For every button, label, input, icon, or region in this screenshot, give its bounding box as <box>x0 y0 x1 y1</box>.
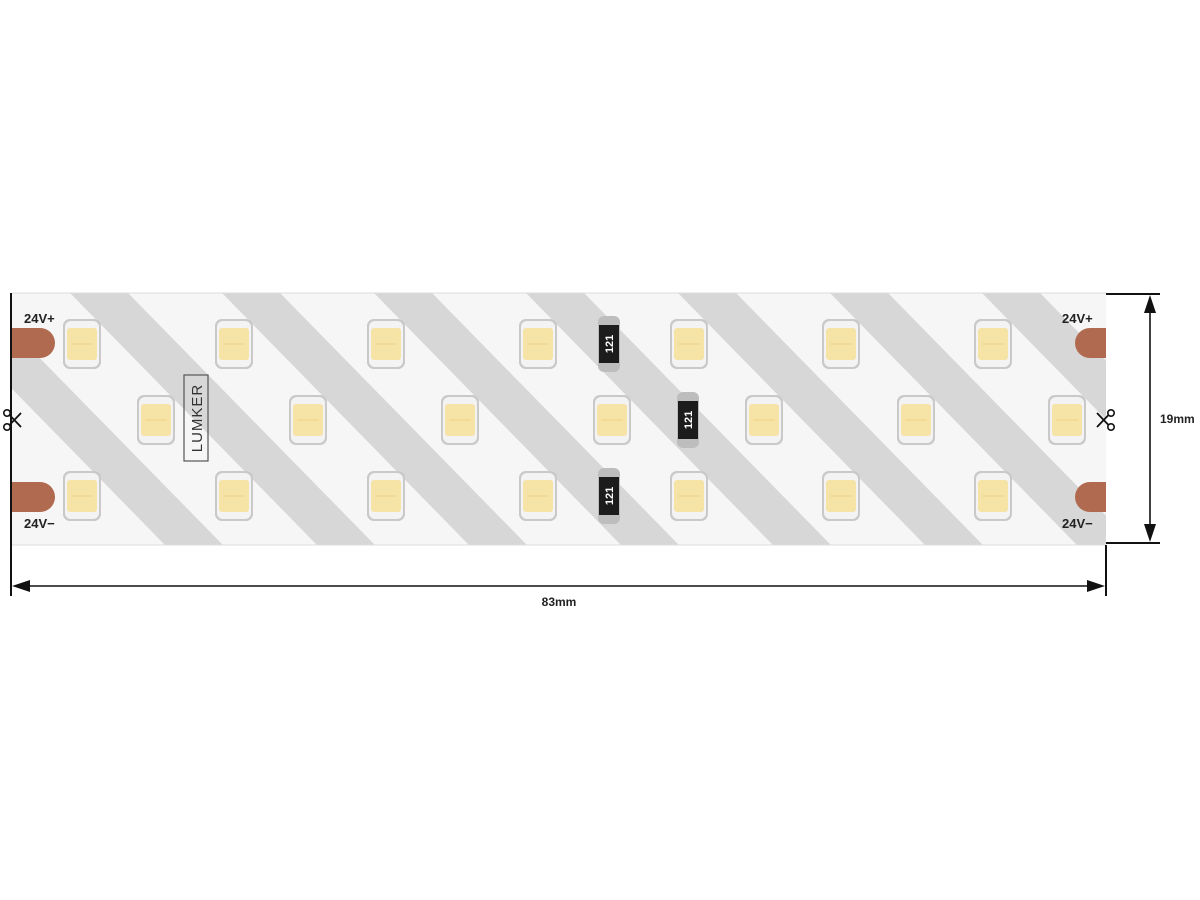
smd-resistor: 121 <box>598 316 620 372</box>
scissors-icon <box>1096 409 1116 432</box>
width-dimension: 83mm <box>10 293 1107 609</box>
resistor-array: 121 121 121 <box>598 316 699 524</box>
smd-led <box>63 471 101 521</box>
width-dimension-label: 83mm <box>542 595 577 609</box>
arrowhead-right <box>1087 580 1105 592</box>
pad-label-bottom-left: 24V− <box>24 516 55 531</box>
trace-pattern <box>12 293 1106 545</box>
brand-logo-text: LUMKER <box>189 384 206 453</box>
smd-led <box>289 395 327 445</box>
smd-resistor: 121 <box>677 392 699 448</box>
solder-pad-top-right <box>1075 328 1106 358</box>
smd-led <box>897 395 935 445</box>
smd-led <box>367 319 405 369</box>
smd-led <box>593 395 631 445</box>
height-dimension-label: 19mm <box>1160 412 1195 426</box>
smd-led <box>670 471 708 521</box>
smd-led <box>822 319 860 369</box>
brand-logo: LUMKER <box>183 374 209 462</box>
height-dimension: 19mm <box>1106 293 1195 544</box>
trace-band <box>70 293 375 545</box>
smd-led <box>519 471 557 521</box>
trace-band <box>222 293 527 545</box>
smd-led <box>822 471 860 521</box>
solder-pad-top-left <box>12 328 55 358</box>
resistor-code: 121 <box>604 335 616 353</box>
smd-led <box>974 471 1012 521</box>
trace-band <box>12 329 223 545</box>
smd-led <box>215 471 253 521</box>
trace-band <box>982 293 1106 420</box>
smd-led <box>974 319 1012 369</box>
smd-led <box>441 395 479 445</box>
smd-led <box>137 395 175 445</box>
arrowhead-left <box>12 580 30 592</box>
smd-led <box>63 319 101 369</box>
solder-pad-bottom-left <box>12 482 55 512</box>
trace-band <box>830 293 1106 545</box>
copper-pads <box>12 328 1106 512</box>
arrowhead-down <box>1144 524 1156 542</box>
solder-pad-bottom-right <box>1075 482 1106 512</box>
trace-band <box>678 293 983 545</box>
brand-logo-frame <box>183 374 209 462</box>
smd-led <box>519 319 557 369</box>
pad-label-top-right: 24V+ <box>1062 311 1093 326</box>
smd-resistor: 121 <box>598 468 620 524</box>
resistor-code: 121 <box>604 487 616 505</box>
smd-led <box>745 395 783 445</box>
smd-led <box>367 471 405 521</box>
resistor-code: 121 <box>683 411 695 429</box>
led-array <box>63 319 1086 521</box>
pad-label-top-left: 24V+ <box>24 311 55 326</box>
smd-led <box>1048 395 1086 445</box>
smd-led <box>670 319 708 369</box>
smd-led <box>215 319 253 369</box>
arrowhead-up <box>1144 295 1156 313</box>
pad-label-bottom-right: 24V− <box>1062 516 1093 531</box>
